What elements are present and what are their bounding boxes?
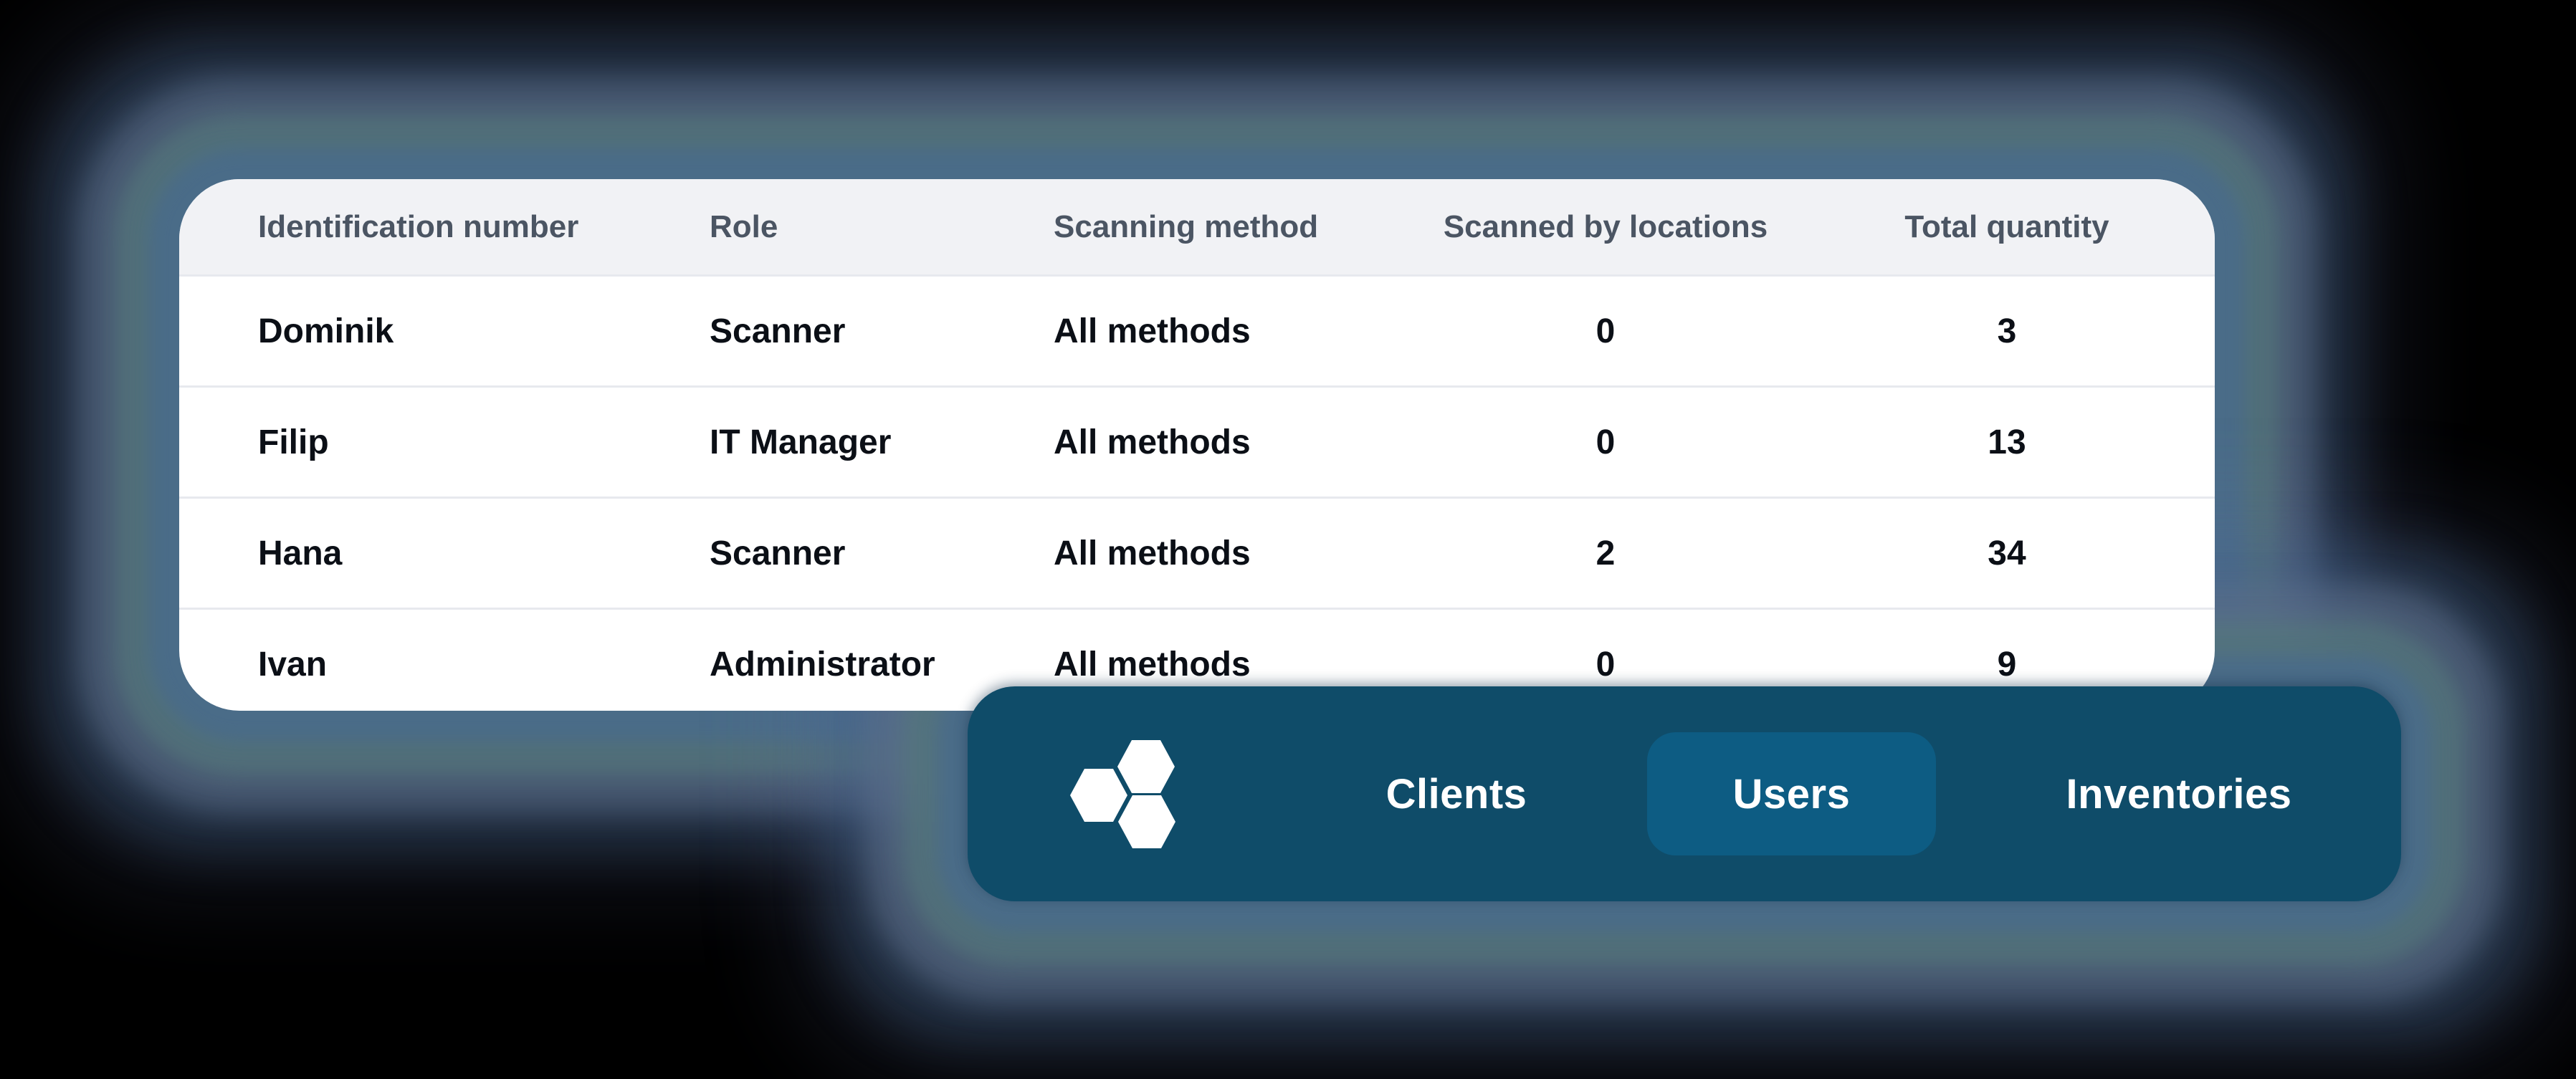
table-row[interactable]: Hana Scanner All methods 2 34 — [179, 497, 2215, 608]
cell-role: Scanner — [710, 534, 846, 572]
column-header-identification-number: Identification number — [258, 208, 579, 244]
table-row[interactable]: Filip IT Manager All methods 0 13 — [179, 385, 2215, 497]
tab-inventories[interactable]: Inventories — [2066, 770, 2292, 817]
users-table-card: Identification number Role Scanning meth… — [179, 179, 2215, 711]
cell-total-quantity: 3 — [1997, 312, 2017, 350]
hexagons-icon — [1070, 740, 1175, 848]
cell-identification-number: Filip — [258, 423, 329, 461]
cell-total-quantity: 34 — [1988, 534, 2026, 572]
table-row[interactable]: Dominik Scanner All methods 0 3 — [179, 274, 2215, 385]
cell-scanning-method: All methods — [1054, 645, 1251, 684]
table-header-row: Identification number Role Scanning meth… — [179, 179, 2215, 274]
cell-total-quantity: 13 — [1988, 423, 2026, 461]
cell-identification-number: Hana — [258, 534, 343, 572]
column-header-scanning-method: Scanning method — [1054, 208, 1319, 244]
tab-clients[interactable]: Clients — [1385, 770, 1527, 817]
bottom-navbar: Clients Users Inventories — [968, 686, 2401, 901]
table-row[interactable]: Ivan Administrator All methods 0 9 — [179, 608, 2215, 711]
cell-scanning-method: All methods — [1054, 312, 1251, 350]
cell-role: Administrator — [710, 645, 935, 684]
cell-scanned-by-locations: 2 — [1595, 534, 1616, 572]
cell-identification-number: Dominik — [258, 312, 394, 350]
column-header-scanned-by-locations: Scanned by locations — [1443, 208, 1768, 244]
cell-total-quantity: 9 — [1997, 645, 2017, 684]
column-header-total-quantity: Total quantity — [1904, 208, 2109, 244]
cell-scanned-by-locations: 0 — [1595, 423, 1616, 461]
app-logo[interactable] — [1070, 740, 1175, 849]
column-header-role: Role — [710, 208, 778, 244]
cell-scanned-by-locations: 0 — [1595, 312, 1616, 350]
cell-identification-number: Ivan — [258, 645, 328, 684]
cell-role: Scanner — [710, 312, 846, 350]
cell-scanned-by-locations: 0 — [1595, 645, 1616, 684]
cell-role: IT Manager — [710, 423, 892, 461]
cell-scanning-method: All methods — [1054, 423, 1251, 461]
cell-scanning-method: All methods — [1054, 534, 1251, 572]
tab-users[interactable]: Users — [1647, 732, 1936, 855]
